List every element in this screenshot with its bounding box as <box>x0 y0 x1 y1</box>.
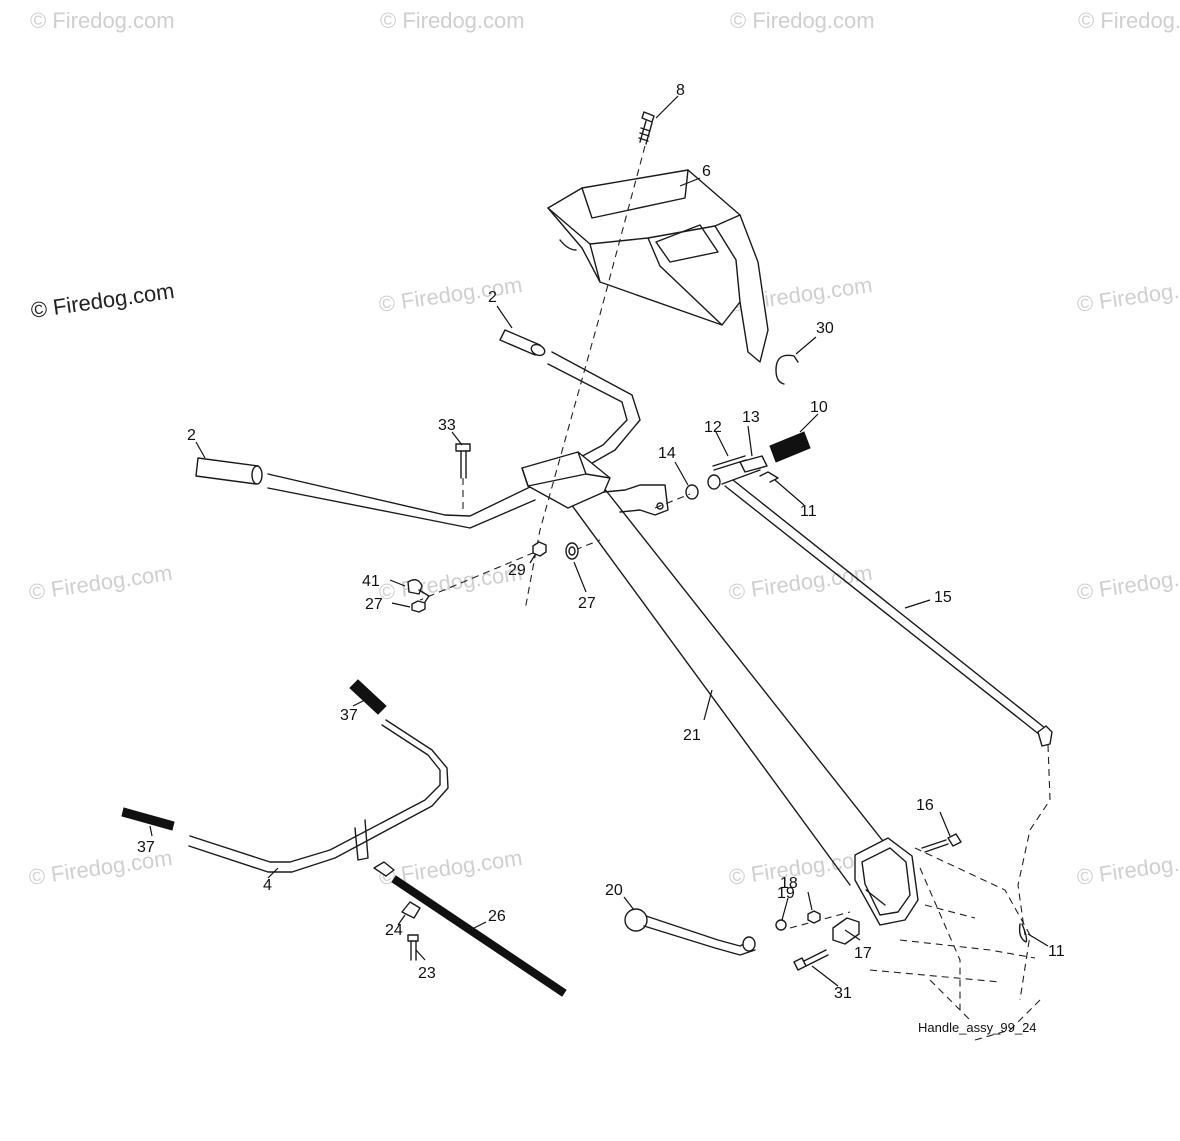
copyright-notice: © Firedog.com <box>29 278 176 323</box>
hairpin-11-lower <box>1018 923 1028 943</box>
watermark: © Firedog.com <box>27 560 174 605</box>
shift-rod-15 <box>724 479 1053 936</box>
grip-37-upper <box>349 679 387 715</box>
nut-29 <box>532 541 547 557</box>
watermark: © Firedog.com <box>730 8 875 33</box>
callout-16: 16 <box>916 797 934 814</box>
callout-15: 15 <box>934 589 952 606</box>
callout-29: 29 <box>508 562 526 579</box>
watermark: © Firedog.com <box>377 272 524 317</box>
cable-clamp-41 <box>407 579 430 603</box>
callout-11-lower: 11 <box>1048 943 1065 960</box>
callout-6: 6 <box>702 163 711 180</box>
callout-31: 31 <box>834 985 852 1002</box>
grip-2-left <box>195 457 263 485</box>
callout-30: 30 <box>816 320 834 337</box>
handlebar <box>267 351 641 529</box>
screw-23 <box>407 934 419 961</box>
shift-pivot-parts <box>654 455 768 509</box>
callout-23: 23 <box>418 965 436 982</box>
callout-4: 4 <box>263 877 272 894</box>
callout-24: 24 <box>385 922 403 939</box>
handle-base-bracket <box>854 837 919 926</box>
callout-27: 27 <box>578 595 596 612</box>
washer-19 <box>775 919 787 931</box>
leader-lines <box>149 95 1049 987</box>
callout-26: 26 <box>488 908 506 925</box>
shift-knob-10 <box>769 431 811 463</box>
bolt-33 <box>455 443 471 510</box>
callout-labels: 8 6 2 30 2 33 12 13 10 14 11 15 21 29 27… <box>137 82 1065 1002</box>
callout-19: 19 <box>777 885 795 902</box>
grip-2-upper <box>499 329 546 357</box>
watermark: © Firedog.com <box>1075 845 1180 890</box>
nut-18 <box>807 910 821 924</box>
watermark: © Firedog.com <box>377 560 524 605</box>
watermark: © Firedog.com <box>30 8 175 33</box>
hairpin-11-upper <box>759 471 779 483</box>
callout-11-upper: 11 <box>800 503 817 520</box>
watermark: © Firedog.com <box>727 845 874 890</box>
screw-8 <box>638 111 655 145</box>
callout-2-left: 2 <box>187 427 196 444</box>
handle-tube-21 <box>521 451 891 886</box>
callout-13: 13 <box>742 409 760 426</box>
shift-lever-20 <box>624 908 756 956</box>
watermark: © Firedog.com <box>1075 560 1180 605</box>
lockwasher-27 <box>565 542 579 560</box>
bolt-31 <box>793 949 829 971</box>
grip-37-lower <box>121 807 175 831</box>
watermark: © Firedog.com <box>727 560 874 605</box>
watermark: © Firedog.com <box>380 8 525 33</box>
callout-18: 18 <box>780 875 798 892</box>
callout-10: 10 <box>810 399 828 416</box>
assembly-lines <box>419 145 851 929</box>
bracket-24 <box>401 901 421 919</box>
cable-26 <box>373 861 567 997</box>
callout-20: 20 <box>605 882 623 899</box>
callout-17: 17 <box>854 945 872 962</box>
callout-37-lower: 37 <box>137 839 155 856</box>
callout-27-lower: 27 <box>365 596 383 613</box>
nut-27-lower <box>411 600 426 613</box>
console-cover-6 <box>547 169 769 363</box>
figure-caption: Handle_assy_99_24 <box>918 1020 1037 1035</box>
callout-8: 8 <box>676 82 685 99</box>
callout-2-upper: 2 <box>488 289 497 306</box>
callout-33: 33 <box>438 417 456 434</box>
clip-30 <box>775 354 799 385</box>
watermark: © Firedog.com <box>1078 8 1180 33</box>
callout-41: 41 <box>362 573 380 590</box>
callout-14: 14 <box>658 445 676 462</box>
control-bail-4 <box>188 719 449 873</box>
watermark: © Firedog.com <box>1075 272 1180 317</box>
bolt-16 <box>921 833 962 853</box>
callout-21: 21 <box>683 727 701 744</box>
callout-12: 12 <box>704 419 722 436</box>
callout-37-upper: 37 <box>340 707 358 724</box>
tiller-frame <box>869 847 1041 1041</box>
